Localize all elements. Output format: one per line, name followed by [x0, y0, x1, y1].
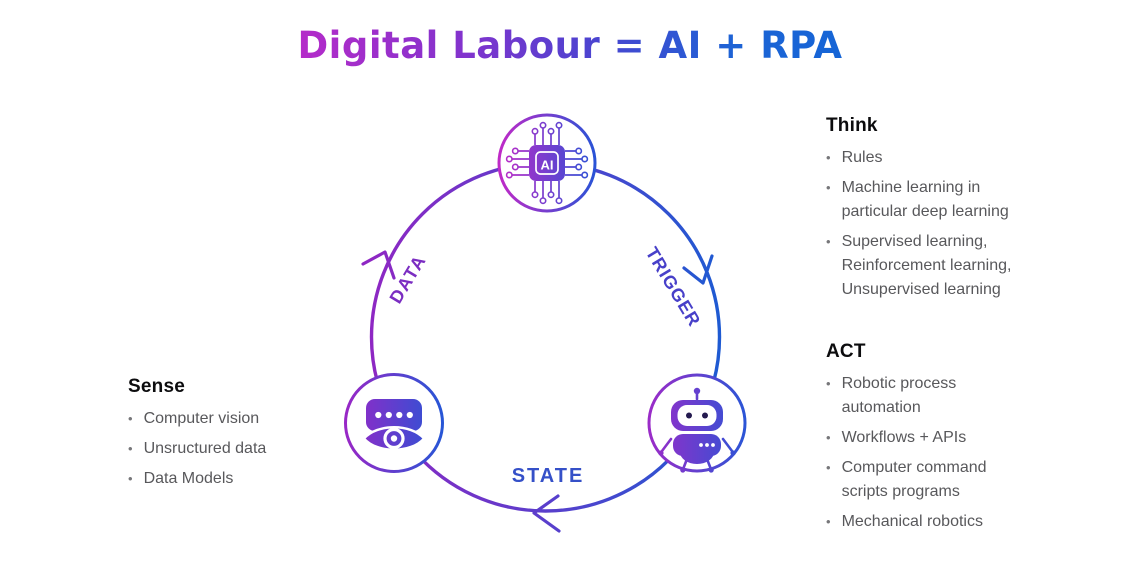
- list-item: • Unsructured data: [128, 437, 313, 461]
- robot-icon: [658, 387, 736, 473]
- bullet-icon: •: [826, 460, 831, 475]
- vision-eye-icon: [362, 399, 426, 451]
- list-item: • Computer vision: [128, 407, 313, 431]
- bullet-icon: •: [128, 441, 133, 456]
- arrow-left-state: [532, 494, 561, 533]
- list-item: • Rules: [826, 146, 1038, 170]
- panel-sense-heading: Sense: [128, 376, 185, 397]
- list-item: • Workflows + APIs: [826, 426, 1022, 450]
- panel-act: ACT • Robotic process automation • Workf…: [826, 341, 1022, 540]
- panel-act-heading: ACT: [826, 341, 866, 362]
- page-title: Digital Labour = AI + RPA: [297, 24, 843, 67]
- panel-sense-list: • Computer vision • Unsructured data • D…: [128, 407, 313, 491]
- list-item: • Data Models: [128, 467, 313, 491]
- arc-label-state: STATE: [512, 465, 585, 487]
- list-item: • Machine learning in particular deep le…: [826, 176, 1038, 224]
- list-item: • Supervised learning, Reinforcement lea…: [826, 230, 1038, 302]
- bullet-icon: •: [128, 471, 133, 486]
- bullet-icon: •: [826, 150, 831, 165]
- panel-think-list: • Rules • Machine learning in particular…: [826, 146, 1038, 302]
- bullet-icon: •: [128, 411, 133, 426]
- bullet-icon: •: [826, 180, 831, 195]
- ai-chip-icon: AI: [505, 121, 589, 205]
- panel-think-heading: Think: [826, 115, 878, 136]
- arc-label-data: DATA: [386, 251, 431, 307]
- title-bar: Digital Labour = AI + RPA: [0, 24, 1140, 67]
- bullet-icon: •: [826, 514, 831, 529]
- list-item: • Robotic process automation: [826, 372, 1022, 420]
- bullet-icon: •: [826, 430, 831, 445]
- panel-act-list: • Robotic process automation • Workflows…: [826, 372, 1022, 534]
- list-item: • Mechanical robotics: [826, 510, 1022, 534]
- arc-label-trigger: TRIGGER: [642, 244, 705, 331]
- arrow-up-data: [361, 250, 396, 280]
- panel-think: Think • Rules • Machine learning in part…: [826, 115, 1038, 308]
- arrow-down-trigger: [682, 254, 714, 285]
- bullet-icon: •: [826, 234, 831, 249]
- bullet-icon: •: [826, 376, 831, 391]
- list-item: • Computer command scripts programs: [826, 456, 1022, 504]
- panel-sense: Sense • Computer vision • Unsructured da…: [128, 376, 313, 497]
- chip-label: AI: [541, 158, 554, 173]
